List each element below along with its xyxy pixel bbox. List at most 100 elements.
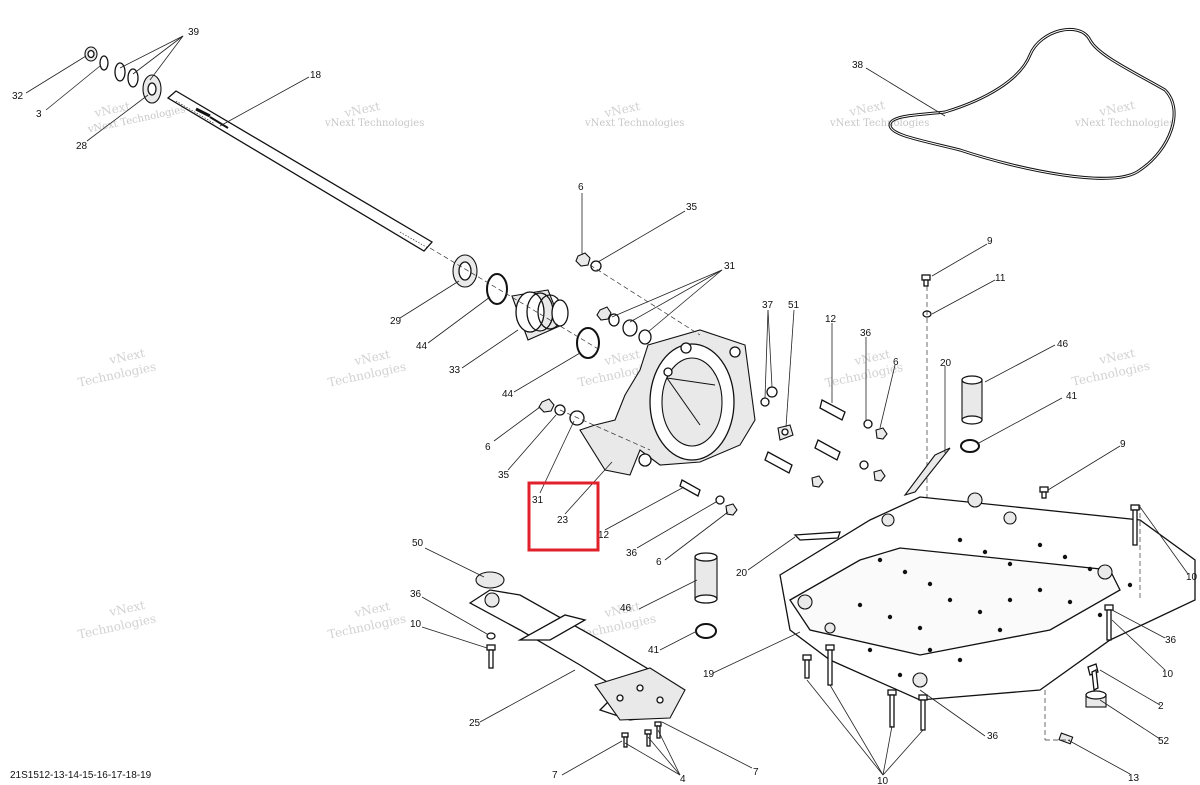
part-housing-23[interactable] — [579, 329, 756, 476]
part-washer-31c[interactable] — [638, 329, 652, 345]
part-sleeve-46-mid[interactable] — [694, 552, 718, 604]
callout-25[interactable]: 25 — [469, 718, 481, 729]
part-boot-33[interactable] — [511, 289, 569, 341]
part-bolts-10-lower[interactable] — [802, 644, 928, 731]
part-washer-31b[interactable] — [622, 319, 638, 337]
callout-44b[interactable]: 44 — [502, 389, 514, 400]
callout-12b[interactable]: 12 — [598, 530, 610, 541]
callout-18[interactable]: 18 — [310, 70, 322, 81]
part-nut-31[interactable] — [596, 306, 612, 321]
part-screw-9-right[interactable] — [1039, 486, 1049, 499]
part-bracket-51[interactable] — [777, 424, 794, 441]
highlight-box — [527, 481, 600, 552]
callout-6-top[interactable]: 6 — [578, 182, 584, 193]
part-washer-35-top[interactable] — [590, 260, 602, 272]
callout-38[interactable]: 38 — [852, 60, 864, 71]
callout-41b[interactable]: 41 — [648, 645, 660, 656]
callout-20b[interactable]: 20 — [736, 568, 748, 579]
part-washer-37b[interactable] — [760, 397, 770, 407]
callout-35-top[interactable]: 35 — [686, 202, 698, 213]
callout-6b[interactable]: 6 — [485, 442, 491, 453]
callout-51[interactable]: 51 — [788, 300, 800, 311]
part-strip-20-top[interactable] — [903, 447, 951, 497]
part-ring-41-mid[interactable] — [695, 623, 717, 639]
callout-3[interactable]: 3 — [36, 109, 42, 120]
callout-32[interactable]: 32 — [12, 91, 24, 102]
part-stud-12-lower[interactable] — [679, 479, 738, 516]
callout-39[interactable]: 39 — [188, 27, 200, 38]
part-frame-19[interactable] — [779, 492, 1196, 701]
part-sleeve-46-top[interactable] — [961, 375, 983, 425]
part-bolt-10-right-a[interactable] — [1130, 504, 1140, 546]
callout-13[interactable]: 13 — [1128, 773, 1140, 784]
callout-46a[interactable]: 46 — [1057, 339, 1069, 350]
part-nut-6-left[interactable] — [538, 398, 555, 413]
part-screw-9-top[interactable] — [921, 274, 931, 287]
part-slide-25[interactable] — [468, 589, 686, 721]
callout-36b[interactable]: 36 — [626, 548, 638, 559]
part-stud-12-upper[interactable] — [819, 399, 888, 440]
drawing-reference: 21S1512-13-14-15-16-17-18-19 — [10, 770, 152, 781]
callout-52[interactable]: 52 — [1158, 736, 1170, 747]
callout-9a[interactable]: 9 — [987, 236, 993, 247]
part-clamp-44b[interactable] — [576, 327, 600, 359]
callout-50[interactable]: 50 — [412, 538, 424, 549]
part-ring-41-top[interactable] — [960, 439, 980, 453]
callout-6c[interactable]: 6 — [656, 557, 662, 568]
part-clamp-44a[interactable] — [486, 273, 508, 305]
part-washer-31-left[interactable] — [569, 410, 585, 426]
callout-10c[interactable]: 10 — [1162, 669, 1174, 680]
part-strip-20-mid[interactable] — [793, 531, 841, 541]
callout-7a[interactable]: 7 — [552, 770, 558, 781]
callout-46b[interactable]: 46 — [620, 603, 632, 614]
part-bolt-10-right-b[interactable] — [1104, 604, 1114, 641]
callout-44a[interactable]: 44 — [416, 341, 428, 352]
callout-31-top[interactable]: 31 — [724, 261, 736, 272]
part-bearing-29[interactable] — [452, 254, 478, 288]
callout-10b[interactable]: 10 — [410, 619, 422, 630]
part-washer-39a[interactable] — [114, 62, 126, 82]
part-cap-50[interactable] — [475, 571, 505, 589]
callout-36e[interactable]: 36 — [987, 731, 999, 742]
part-washer-37[interactable] — [766, 386, 778, 398]
callout-31b[interactable]: 31 — [532, 495, 544, 506]
callout-29[interactable]: 29 — [390, 316, 402, 327]
callout-36a[interactable]: 36 — [860, 328, 872, 339]
callout-36c[interactable]: 36 — [410, 589, 422, 600]
callout-4[interactable]: 4 — [680, 774, 686, 785]
callout-37[interactable]: 37 — [762, 300, 774, 311]
callout-7b[interactable]: 7 — [753, 767, 759, 778]
part-snap-ring-3[interactable] — [99, 55, 109, 71]
callout-23[interactable]: 23 — [557, 515, 569, 526]
callout-12a[interactable]: 12 — [825, 314, 837, 325]
callout-19[interactable]: 19 — [703, 669, 715, 680]
callout-10d[interactable]: 10 — [877, 776, 889, 785]
callout-11[interactable]: 11 — [995, 273, 1006, 284]
part-stud-low[interactable] — [764, 451, 824, 488]
part-nut-32[interactable] — [84, 46, 98, 62]
part-seal-28[interactable] — [142, 74, 162, 104]
callout-2[interactable]: 2 — [1158, 701, 1164, 712]
callout-10a[interactable]: 10 — [1186, 572, 1198, 583]
part-stud-mid[interactable] — [814, 439, 886, 482]
callout-28[interactable]: 28 — [76, 141, 88, 152]
part-bumper-52[interactable] — [1085, 690, 1107, 708]
callout-35b[interactable]: 35 — [498, 470, 510, 481]
callout-33[interactable]: 33 — [449, 365, 461, 376]
part-fasteners-4-7[interactable] — [621, 721, 662, 748]
callout-6a[interactable]: 6 — [893, 357, 899, 368]
svg-text:vNext Technologies: vNext Technologies — [324, 118, 424, 129]
callout-20a[interactable]: 20 — [940, 358, 952, 369]
housing-fasteners — [538, 252, 888, 516]
part-clip-13[interactable] — [1058, 732, 1074, 745]
part-bolt-2[interactable] — [1087, 663, 1099, 691]
part-bolt-10-left[interactable] — [486, 632, 496, 669]
watermark: vNext vNext Technologies — [829, 98, 929, 129]
part-washer-39b[interactable] — [127, 68, 139, 88]
part-nut-6-top[interactable] — [575, 252, 591, 267]
part-drive-shaft-18[interactable] — [166, 90, 434, 252]
callout-9b[interactable]: 9 — [1120, 439, 1126, 450]
part-washer-31a[interactable] — [608, 313, 620, 327]
callout-36d[interactable]: 36 — [1165, 635, 1177, 646]
callout-41a[interactable]: 41 — [1066, 391, 1078, 402]
